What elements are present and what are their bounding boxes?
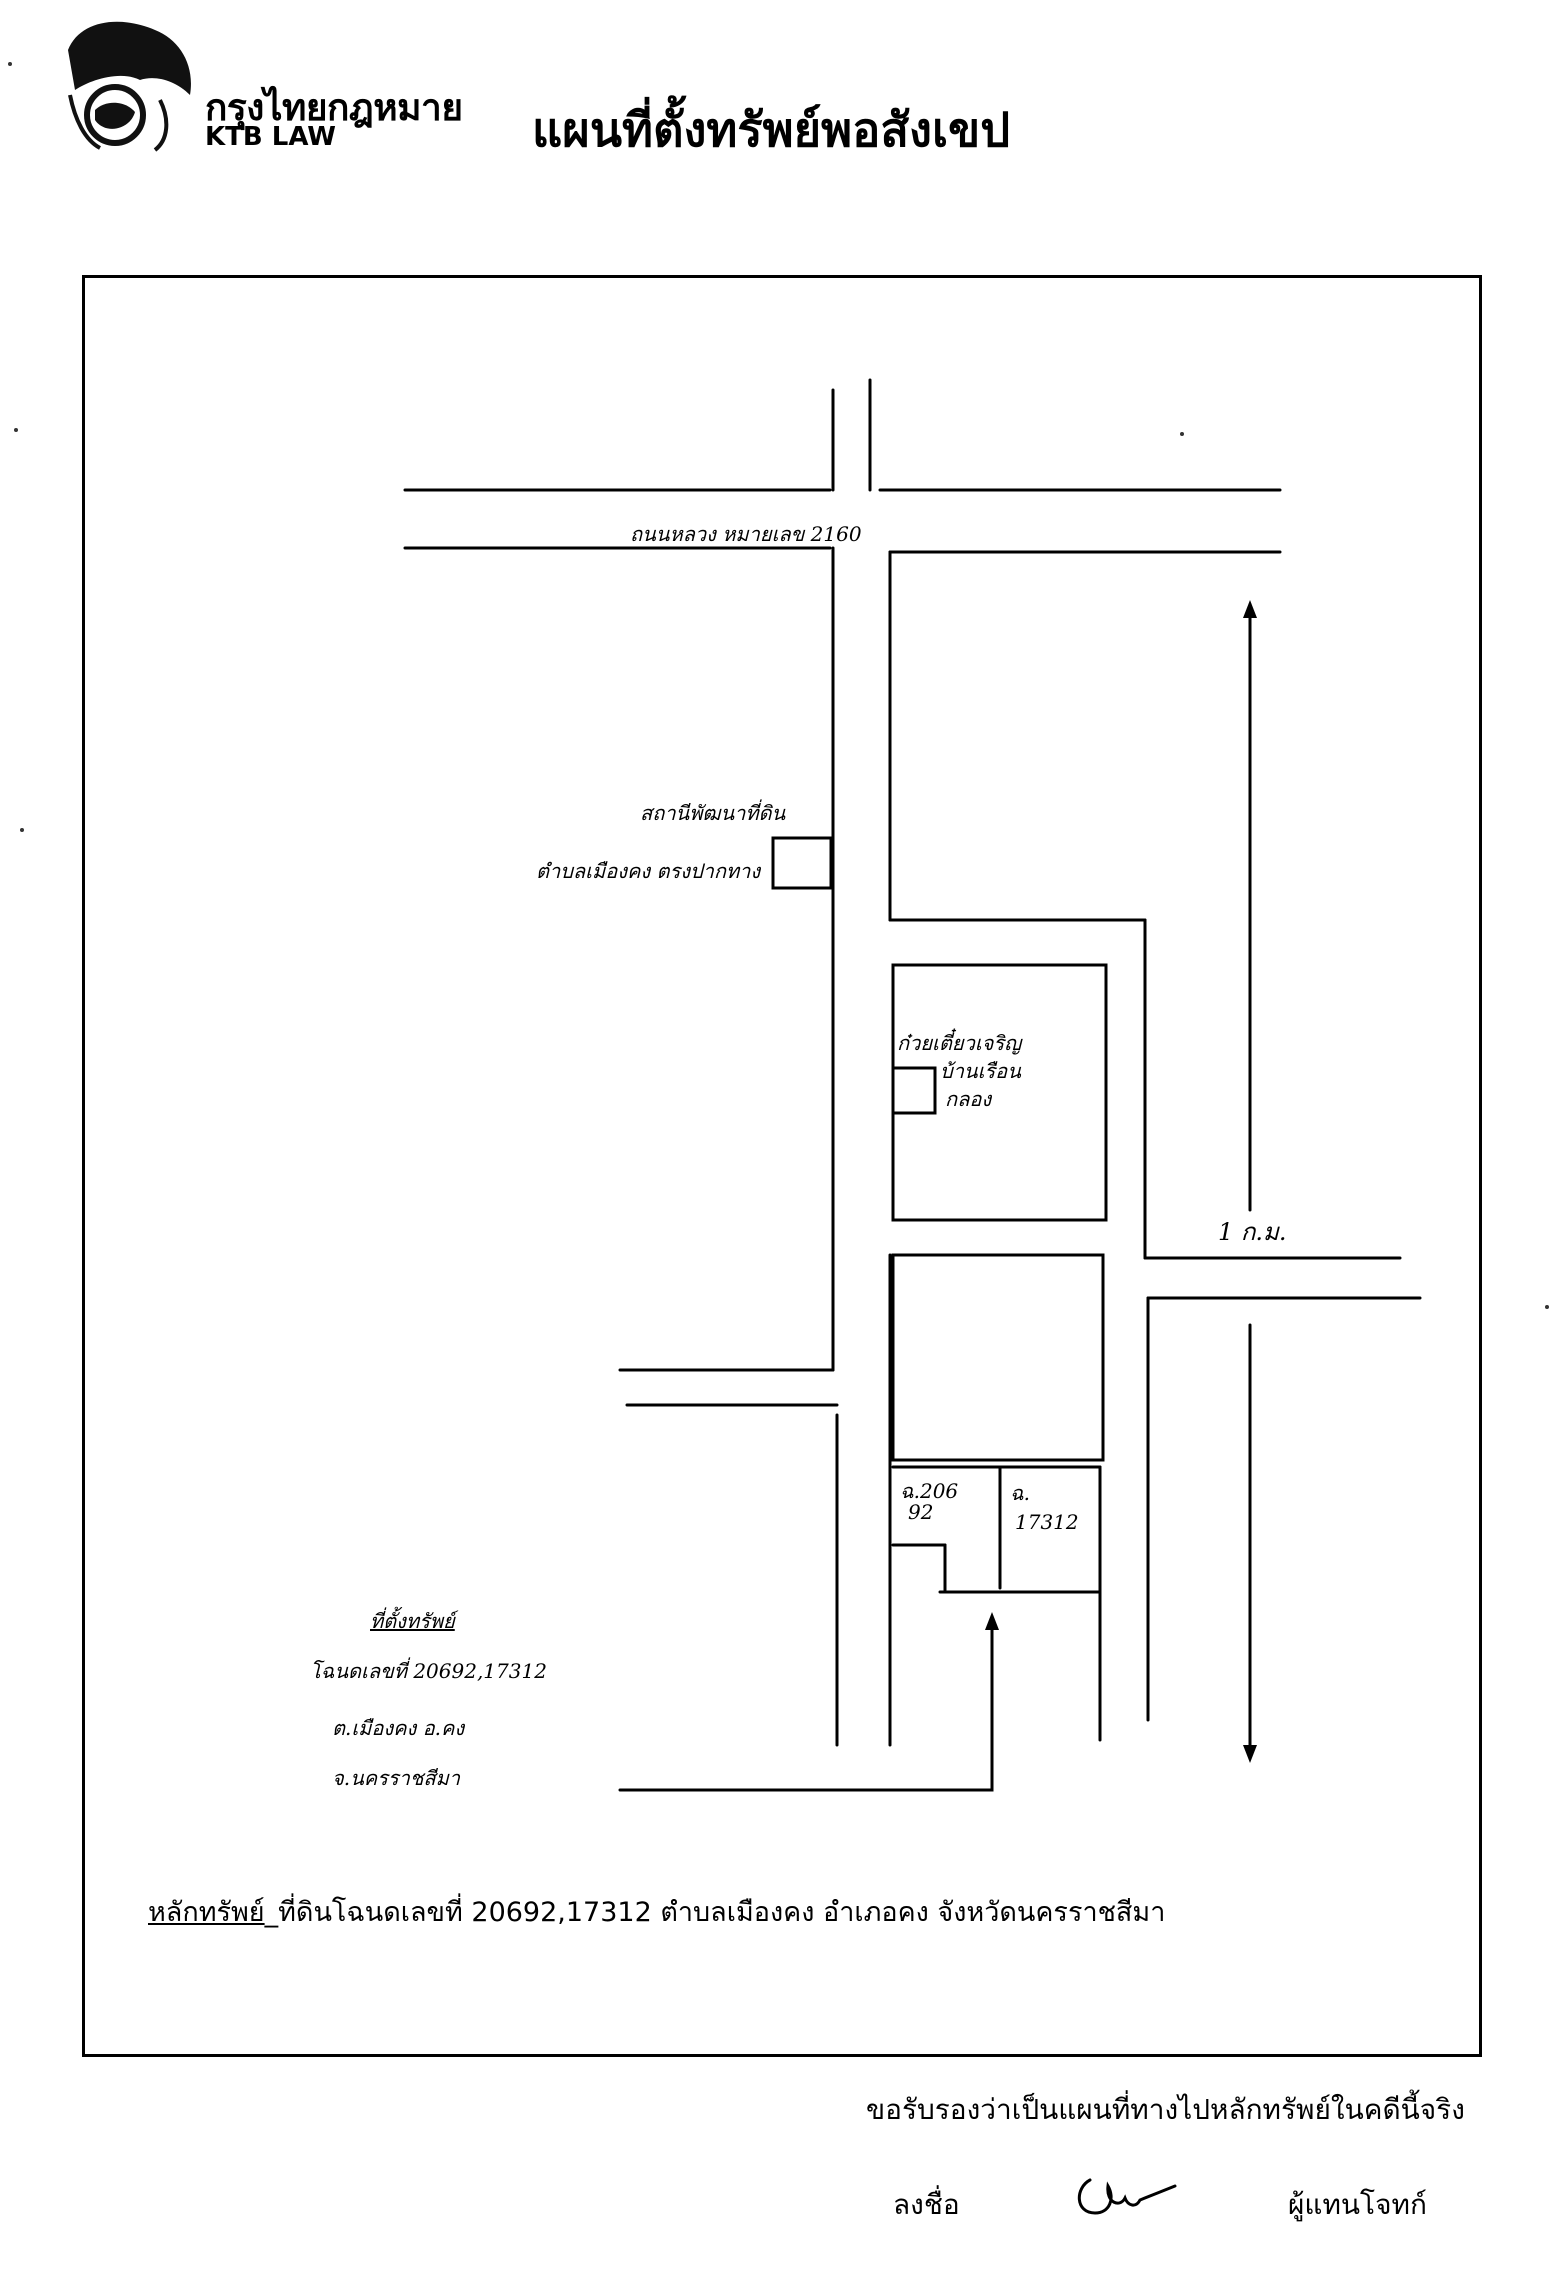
ktb-law-logo-icon	[68, 21, 191, 152]
block-restaurant	[891, 963, 1108, 1222]
location-note-heading: ที่ตั้งทรัพย์	[370, 1609, 455, 1633]
page-title: แผนที่ตั้งทรัพย์พอสังเขป	[532, 103, 1011, 158]
landmark-1-line-2: ตำบลเมืองคง ตรงปากทาง	[536, 859, 761, 883]
parcel-2-line-2: 17312	[1015, 1510, 1079, 1534]
parcel-1-line-1: ฉ.206	[900, 1479, 959, 1503]
road-label: ถนนหลวง หมายเลข 2160	[630, 522, 862, 546]
certification-text: ขอรับรองว่าเป็นแผนที่ทางไปหลักทรัพย์ในคด…	[866, 2093, 1465, 2126]
scan-speck	[14, 428, 18, 432]
location-note-line-2: ต.เมืองคง อ.คง	[332, 1716, 465, 1740]
landmark-2-line-3: กลอง	[945, 1087, 992, 1111]
asset-text: _ที่ดินโฉนดเลขที่ 20692,17312 ตำบลเมืองค…	[264, 1897, 1166, 1928]
landmark-2-line-1: ก๋วยเตี๋ยวเจริญ	[897, 1031, 1022, 1055]
org-name-english: KTB LAW	[205, 122, 336, 152]
arrow-head	[985, 1612, 999, 1630]
asset-label: หลักทรัพย์	[148, 1897, 265, 1928]
scan-speck	[8, 62, 12, 66]
scan-speck	[1545, 1305, 1549, 1309]
scan-speck	[20, 828, 24, 832]
location-note-line-3: จ.นครราชสีมา	[332, 1766, 461, 1790]
signature-icon	[1077, 2178, 1177, 2215]
arrow-head	[1243, 1745, 1257, 1763]
landmark-box	[891, 1066, 937, 1115]
scan-speck	[1180, 432, 1184, 436]
asset-description: หลักทรัพย์_ที่ดินโฉนดเลขที่ 20692,17312 …	[148, 1890, 1165, 1933]
landmark-box	[771, 836, 833, 890]
arrow-head	[1243, 600, 1257, 618]
landmark-2-line-2: บ้านเรือน	[940, 1059, 1021, 1083]
map-frame	[82, 275, 1482, 2057]
sign-label: ลงชื่อ	[893, 2188, 960, 2221]
distance-label: 1 ก.ม.	[1218, 1218, 1287, 1246]
landmark-1-line-1: สถานีพัฒนาที่ดิน	[640, 801, 786, 825]
parcel-1-line-2: 92	[908, 1500, 934, 1524]
block-middle	[891, 1253, 1105, 1462]
location-note-line-1: โฉนดเลขที่ 20692,17312	[310, 1659, 547, 1683]
parcel-2-line-1: ฉ.	[1010, 1481, 1030, 1505]
route-arrow	[618, 1618, 994, 1792]
org-name-thai: กรุงไทยกฎหมาย	[205, 86, 463, 129]
representative-label: ผู้แทนโจทก์	[1288, 2188, 1427, 2221]
